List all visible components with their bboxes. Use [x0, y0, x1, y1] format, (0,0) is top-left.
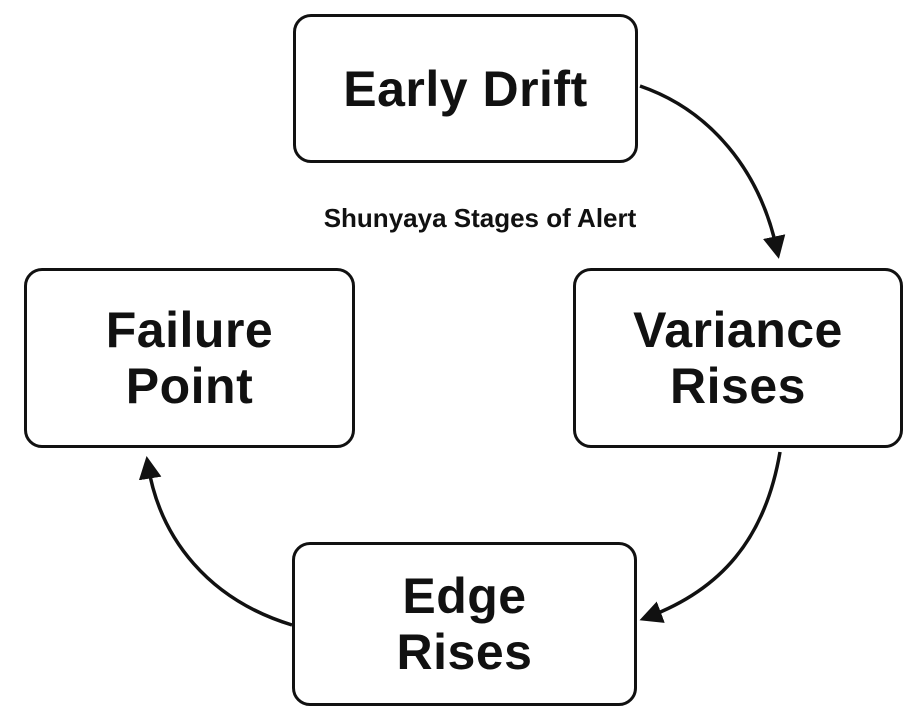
stage-failure-point: Failure Point: [24, 268, 355, 448]
stage-edge-rises: Edge Rises: [292, 542, 637, 706]
arrow-early-to-variance: [639, 84, 786, 259]
stage-early-drift: Early Drift: [293, 14, 638, 163]
stage-label-edge-rises: Edge Rises: [396, 568, 533, 680]
arrow-variance-to-edge: [639, 451, 782, 623]
stage-label-failure-point: Failure Point: [105, 302, 274, 414]
stage-label-variance-rises: Variance Rises: [633, 302, 843, 414]
arrow-edge-to-failure: [138, 456, 293, 627]
stage-variance-rises: Variance Rises: [573, 268, 903, 448]
stage-label-early-drift: Early Drift: [343, 60, 588, 117]
diagram-title: Shunyaya Stages of Alert: [323, 203, 637, 233]
